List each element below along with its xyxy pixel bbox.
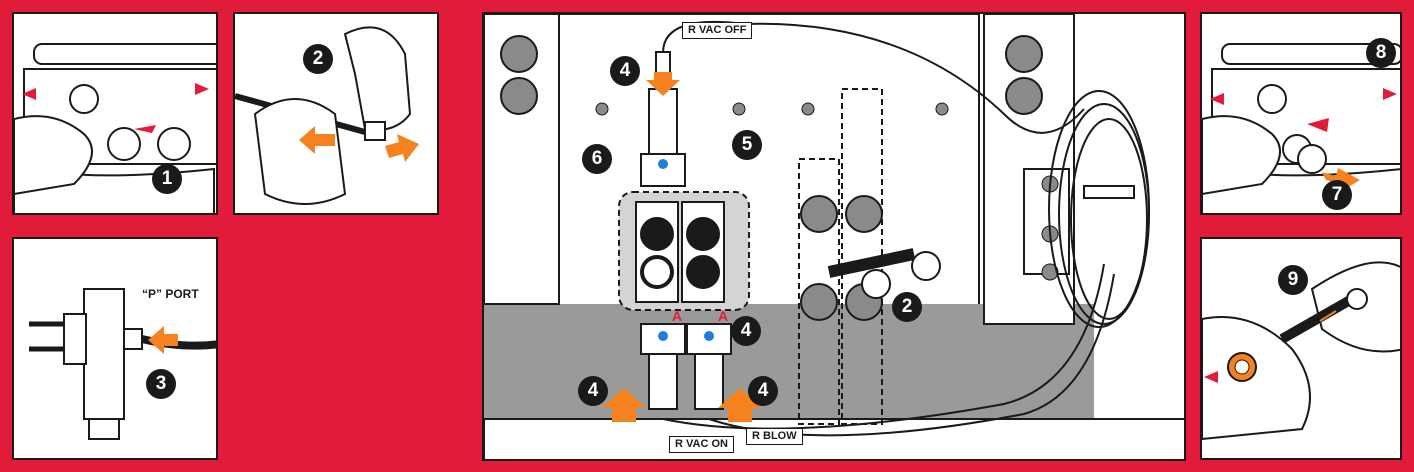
step-badge-9: 9	[1278, 265, 1308, 295]
tube-label-r-vac-on: R VAC ON	[669, 436, 734, 453]
valve-assembly-illustration	[484, 14, 1184, 459]
step-badge-8: 8	[1366, 38, 1396, 68]
step-badge-4-top: 4	[610, 56, 640, 86]
step-badge-2-main: 2	[892, 292, 922, 322]
panel-step-1: 1	[12, 12, 218, 215]
panel-main-valve-diagram: R VAC OFF R VAC ON R BLOW A A 4 4 4 4 5 …	[482, 12, 1186, 461]
step-badge-2: 2	[303, 44, 333, 74]
panel-step-9: 9	[1200, 237, 1402, 460]
step-badge-4-bottom-left: 4	[578, 376, 608, 406]
step-badge-6: 6	[582, 144, 612, 174]
p-port-illustration	[29, 288, 216, 440]
step-badge-5: 5	[732, 130, 762, 160]
panel-step-2: 2	[233, 12, 439, 215]
valve-mark-right: A	[718, 308, 729, 324]
p-port-label: “P” PORT	[142, 287, 199, 301]
valve-mark-left: A	[672, 308, 683, 324]
step-badge-4-bottom-right: 4	[748, 376, 778, 406]
step-badge-4-right: 4	[731, 316, 761, 346]
gripper-housing-illustration	[14, 43, 216, 213]
fitting-insertion-illustration	[1202, 261, 1400, 441]
tube-label-r-blow: R BLOW	[746, 428, 803, 445]
panel-step-3: “P” PORT 3	[12, 237, 218, 460]
step-badge-3: 3	[146, 369, 176, 399]
tube-removal-illustration	[235, 26, 419, 205]
step-badge-7: 7	[1322, 180, 1352, 210]
panel-step-7-8: 8 7	[1200, 12, 1402, 215]
tube-label-r-vac-off: R VAC OFF	[682, 22, 753, 39]
step-badge-1: 1	[152, 164, 182, 194]
